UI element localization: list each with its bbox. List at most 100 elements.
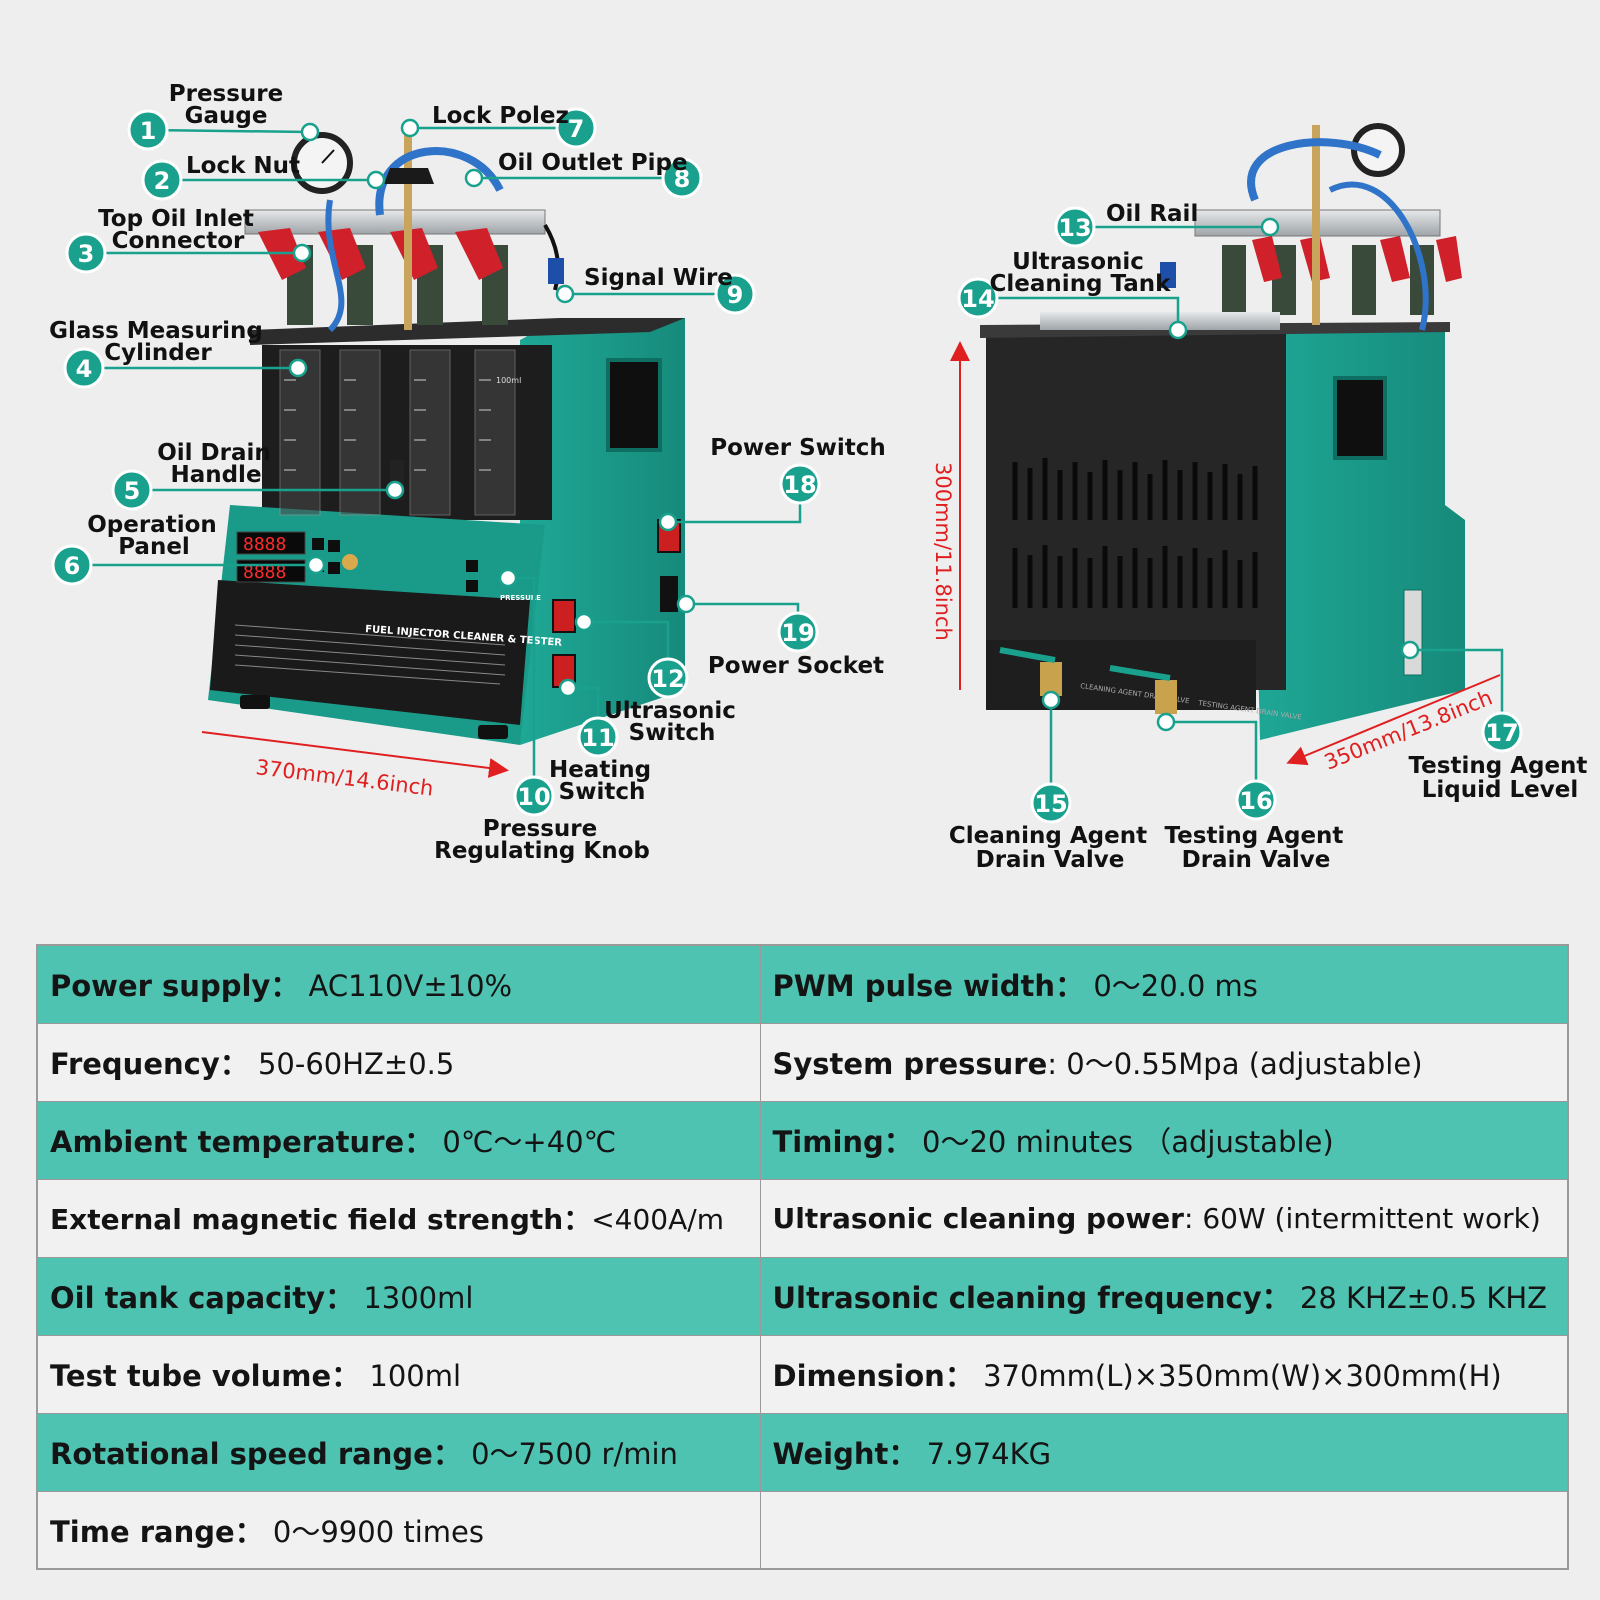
callout-label: Connector: [112, 228, 245, 254]
callout-1: 1 Pressure Gauge: [127, 81, 284, 151]
spec-cell: Time range： 0～9900 times: [36, 1490, 761, 1570]
spec-row: Frequency： 50-60HZ±0.5 System pressure: …: [36, 1022, 1569, 1102]
callout-17: 17 Testing Agent Liquid Level: [1409, 711, 1588, 803]
callout-label: Testing Agent: [1165, 823, 1344, 849]
callout-16: 16 Testing Agent Drain Valve: [1165, 779, 1344, 873]
callout-label: Glass Measuring: [49, 318, 263, 344]
spec-row: Time range： 0～9900 times: [36, 1490, 1569, 1570]
callout-number: 12: [651, 665, 684, 693]
spec-cell: System pressure: 0～0.55Mpa (adjustable): [759, 1022, 1569, 1102]
callout-number: 14: [961, 285, 994, 313]
callout-4: 4 Glass Measuring Cylinder: [49, 318, 263, 389]
callout-label: Cleaning Agent: [949, 823, 1147, 849]
callout-label: Testing Agent: [1409, 753, 1588, 779]
spec-cell: PWM pulse width： 0～20.0 ms: [759, 944, 1569, 1024]
spec-cell: Frequency： 50-60HZ±0.5: [36, 1022, 761, 1102]
carry-handle[interactable]: [606, 358, 662, 452]
spec-row: Power supply： AC110V±10% PWM pulse width…: [36, 944, 1569, 1024]
callout-number: 13: [1058, 214, 1091, 242]
callout-9: 9 Signal Wire: [584, 265, 756, 315]
callout-number: 8: [674, 165, 691, 193]
spec-row: Oil tank capacity： 1300ml Ultrasonic cle…: [36, 1256, 1569, 1336]
callout-number: 10: [517, 783, 550, 811]
rear-handle[interactable]: [1333, 376, 1387, 460]
callout-7: 7 Lock Polez: [432, 103, 597, 149]
device-front-view: FUEL INJECTOR CLEANER & TESTER 8888 8888…: [208, 130, 685, 745]
callout-number: 16: [1239, 787, 1272, 815]
callout-label: Liquid Level: [1422, 777, 1578, 803]
callout-number: 11: [581, 724, 614, 752]
callout-number: 1: [140, 117, 157, 145]
callout-label: Oil Rail: [1106, 201, 1198, 227]
ultrasonic-switch[interactable]: [552, 599, 576, 633]
callout-label: Oil Outlet Pipe: [498, 150, 688, 176]
leader-dots: [288, 118, 1420, 732]
callout-label: Power Socket: [708, 653, 884, 679]
callout-number: 19: [781, 619, 814, 647]
spec-cell: External magnetic field strength：<400A/m: [36, 1178, 761, 1258]
callout-number: 7: [568, 115, 585, 143]
callout-label: Oil Drain: [157, 440, 271, 466]
spec-cell: Test tube volume： 100ml: [36, 1334, 761, 1414]
callout-label: Ultrasonic: [1012, 249, 1144, 275]
spec-row: Ambient temperature： 0℃～+40℃ Timing： 0～2…: [36, 1100, 1569, 1180]
device-rear-view: CLEANING AGENT DRAIN VALVE TESTING AGENT…: [980, 123, 1465, 740]
callout-3: 3 Top Oil Inlet Connector: [65, 206, 254, 274]
callout-label: Lock Nut: [186, 153, 300, 179]
svg-text:100ml: 100ml: [496, 376, 521, 385]
callout-label: Handle: [170, 462, 261, 488]
callout-18: 18 Power Switch: [710, 435, 886, 505]
callout-14: 14 Ultrasonic Cleaning Tank: [957, 249, 1172, 319]
callout-11: 11 Heating Switch: [549, 716, 651, 805]
callout-8: 8 Oil Outlet Pipe: [498, 150, 703, 199]
spec-row: External magnetic field strength：<400A/m…: [36, 1178, 1569, 1258]
top-shelf: [250, 318, 685, 345]
oil-rail-front: [244, 209, 546, 235]
callout-number: 3: [78, 240, 95, 268]
blue-hose: [375, 147, 504, 216]
led-display-top: [236, 531, 306, 555]
callout-12: 12 Ultrasonic Switch: [604, 657, 736, 746]
cleaning-agent-valve[interactable]: [999, 647, 1062, 696]
callout-label: Pressure: [169, 81, 284, 107]
callout-5: 5 Oil Drain Handle: [111, 440, 271, 511]
svg-text:8888: 8888: [243, 534, 286, 555]
spec-row: Rotational speed range： 0～7500 r/min Wei…: [36, 1412, 1569, 1492]
power-socket[interactable]: [660, 576, 678, 612]
callout-19: 19 Power Socket: [708, 611, 884, 679]
width-dimension: 370mm/14.6inch: [254, 755, 434, 801]
foot: [240, 695, 270, 709]
pressure-print: PRESSURE: [500, 594, 541, 602]
callout-number: 6: [64, 552, 81, 580]
svg-text:8888: 8888: [243, 562, 286, 583]
spec-row: Test tube volume： 100ml Dimension： 370mm…: [36, 1334, 1569, 1414]
foot: [478, 725, 508, 739]
callout-number: 4: [76, 355, 93, 383]
spec-cell: Power supply： AC110V±10%: [36, 944, 761, 1024]
callout-label: Signal Wire: [584, 265, 733, 291]
callout-label: Cleaning Tank: [990, 271, 1172, 297]
spec-cell: Ultrasonic cleaning frequency： 28 KHZ±0.…: [759, 1256, 1569, 1336]
spec-cell: Dimension： 370mm(L)×350mm(W)×300mm(H): [759, 1334, 1569, 1414]
callout-label: Power Switch: [710, 435, 886, 461]
callout-number: 5: [124, 477, 141, 505]
callout-label: Drain Valve: [1182, 847, 1331, 873]
height-dimension: 300mm/11.8inch: [931, 462, 955, 641]
callout-label: Top Oil Inlet: [98, 206, 254, 232]
testing-agent-valve[interactable]: [1109, 665, 1177, 714]
rear-vents: [1012, 458, 1258, 608]
callout-label: Heating: [549, 757, 651, 783]
spec-table: Power supply： AC110V±10% PWM pulse width…: [36, 944, 1569, 1570]
rear-base: [986, 640, 1256, 710]
product-diagram: FUEL INJECTOR CLEANER & TESTER 8888 8888…: [49, 81, 1588, 873]
callout-2: 2 Lock Nut: [141, 153, 300, 201]
spec-cell: Timing： 0～20 minutes （adjustable): [759, 1100, 1569, 1180]
callout-13: 13 Oil Rail: [1054, 201, 1198, 248]
callout-6: 6 Operation Panel: [51, 512, 217, 586]
callout-number: 2: [154, 167, 171, 195]
spec-cell: Ultrasonic cleaning power: 60W (intermit…: [759, 1178, 1569, 1258]
callout-label: Regulating Knob: [434, 838, 650, 864]
callout-number: 18: [783, 471, 816, 499]
liquid-level-window: [1403, 589, 1423, 676]
callout-label: Operation: [87, 512, 217, 538]
